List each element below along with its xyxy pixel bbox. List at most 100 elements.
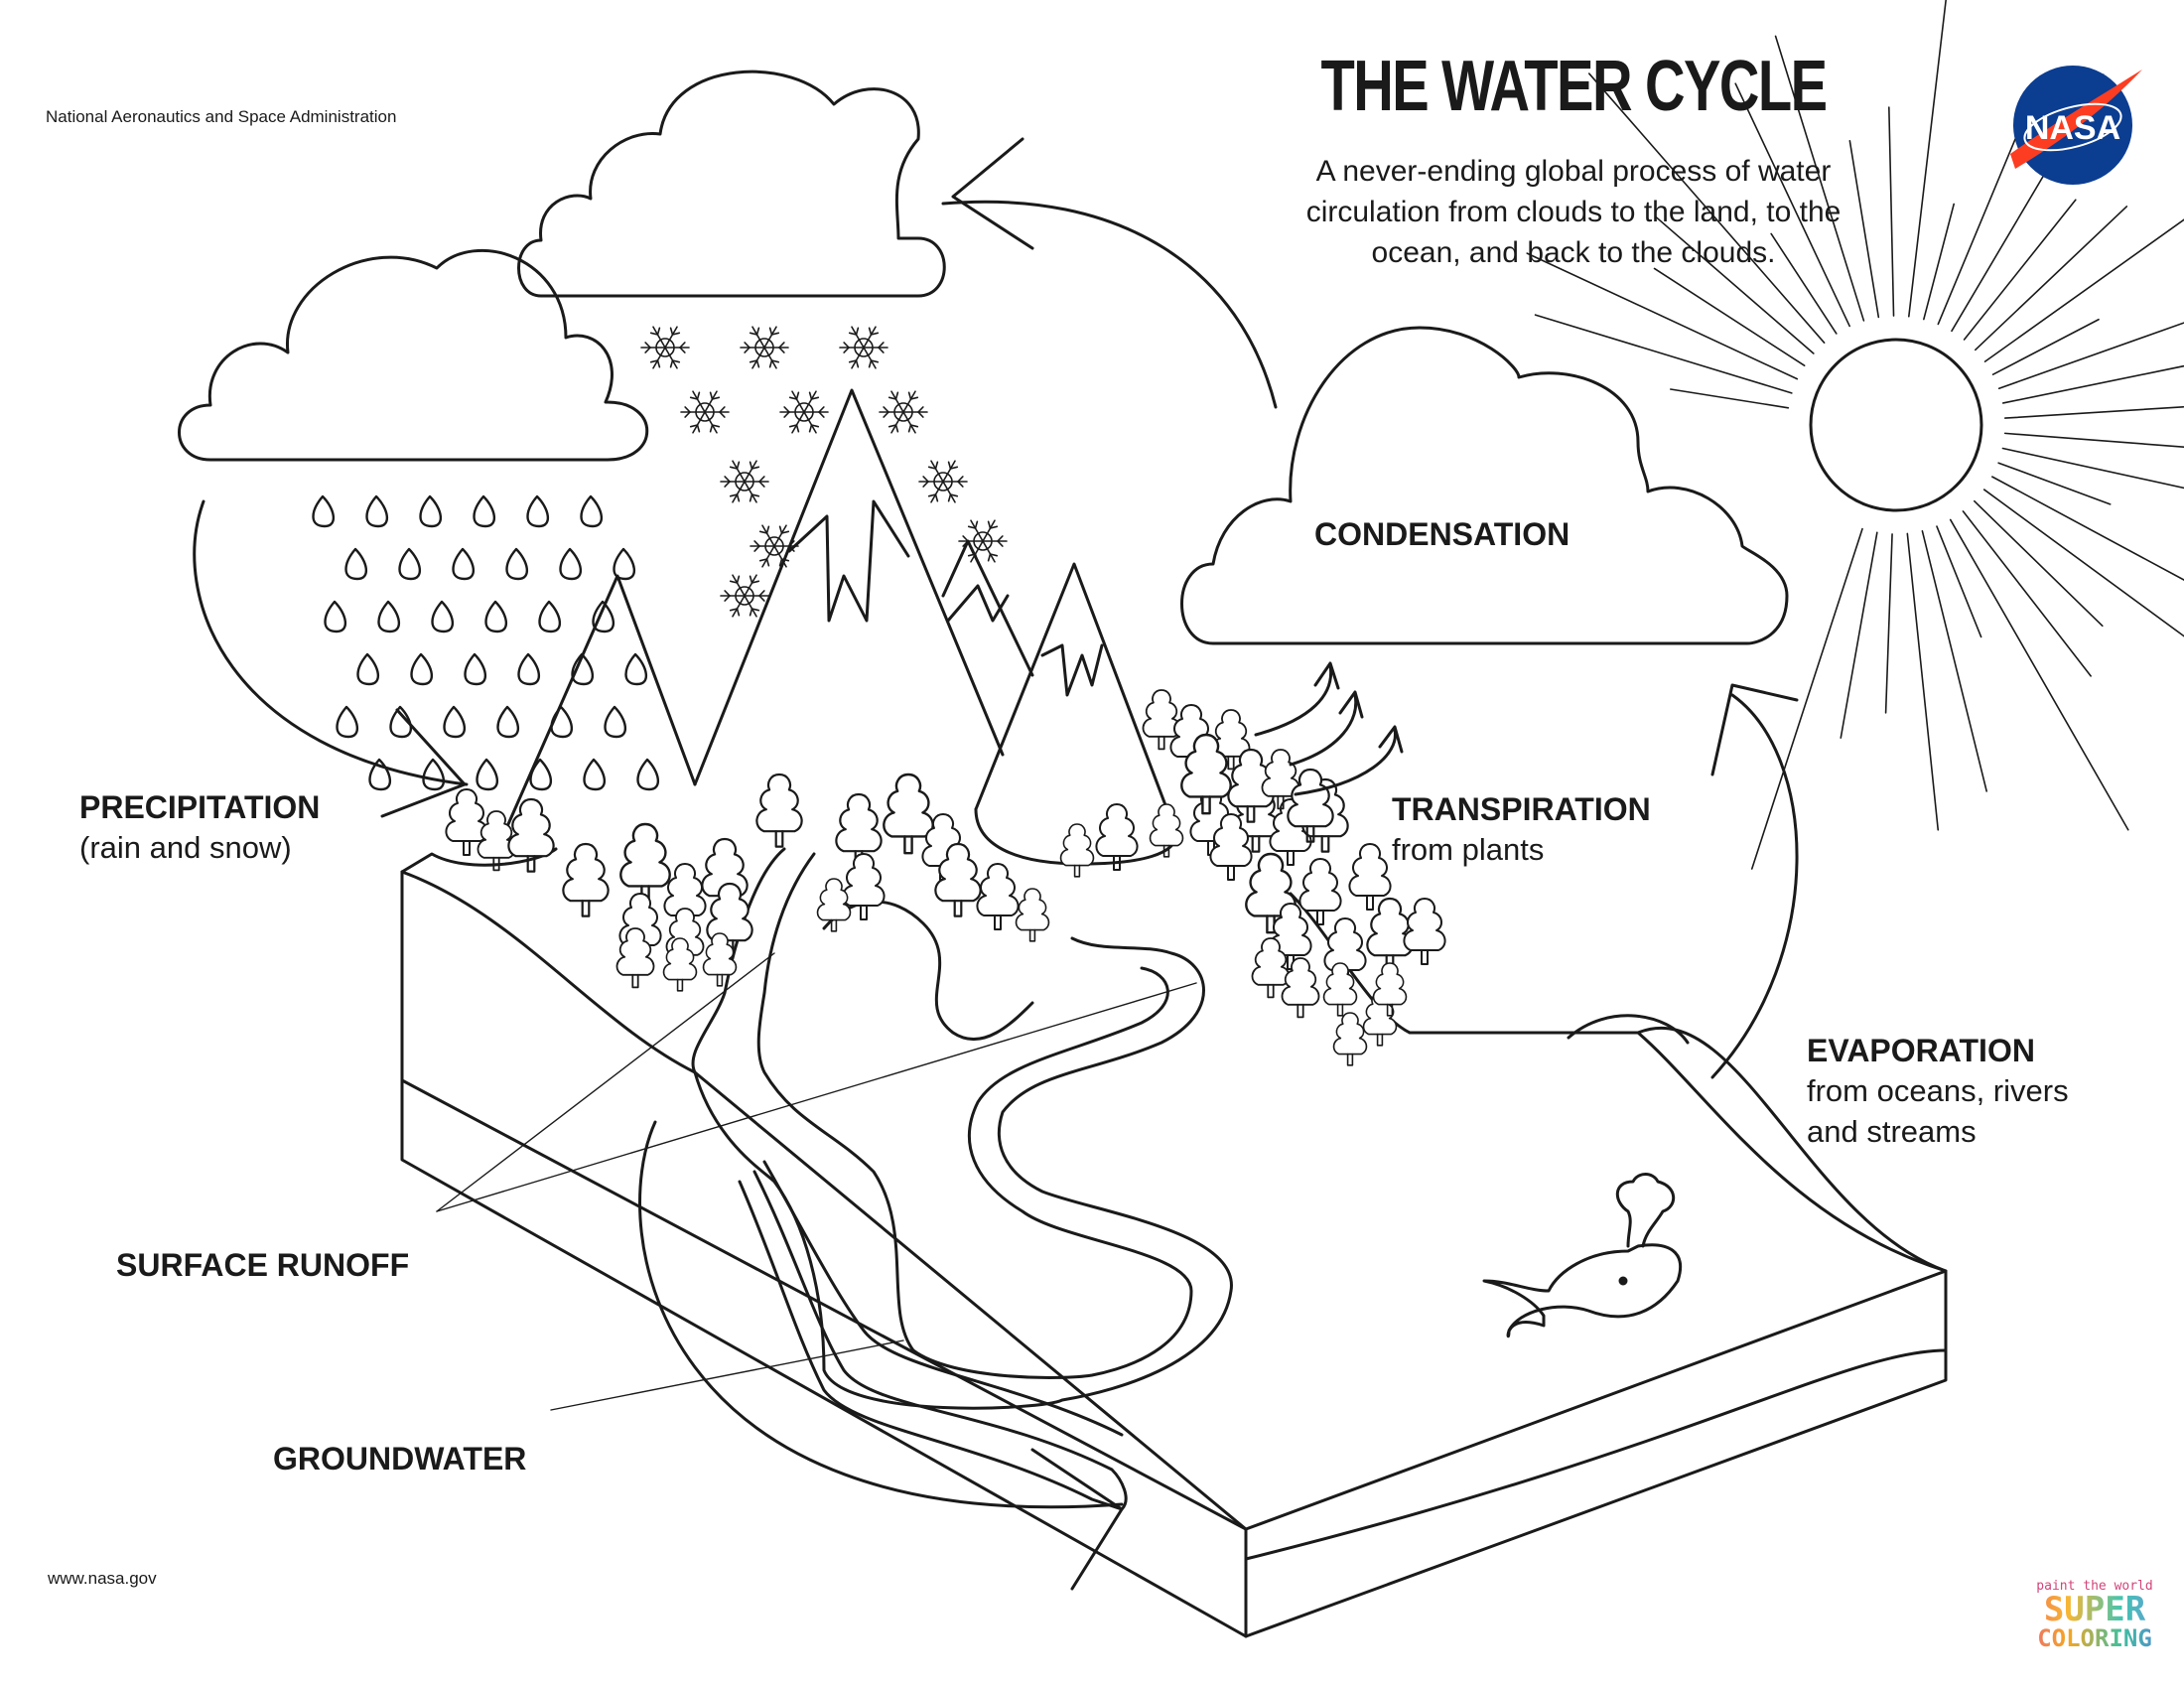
snowflake-icon	[958, 519, 1008, 563]
raindrop-icon	[356, 652, 379, 686]
watermark-line2: COLORING	[2015, 1625, 2174, 1651]
sun-icon	[1809, 338, 1983, 512]
sun-ray	[1774, 35, 1865, 322]
groundwater-channel	[752, 1170, 1128, 1511]
tree-icon	[1059, 823, 1095, 878]
sun-ray	[1888, 106, 1895, 317]
tree-icon	[1348, 843, 1392, 911]
sun-ray	[1884, 533, 1893, 714]
evaporation-label: EVAPORATION	[1807, 1033, 2035, 1068]
raindrop-icon	[526, 494, 549, 528]
raindrop-icon	[484, 600, 507, 633]
tree-icon	[562, 842, 610, 917]
snowflake-icon	[720, 460, 769, 503]
evaporation-sublabel: and streams	[1807, 1114, 1977, 1149]
raindrop-icon	[324, 600, 346, 633]
snowflake-icon	[680, 390, 730, 434]
sun-ray	[1975, 206, 2128, 352]
leader-line	[436, 952, 775, 1212]
arrow-icon	[941, 200, 1278, 409]
sun-ray	[1921, 529, 1987, 792]
cloud-icon	[1180, 326, 1789, 645]
raindrop-icon	[377, 600, 400, 633]
cloud-icon	[517, 70, 946, 298]
tree-icon	[883, 773, 934, 855]
sun-ray	[1734, 82, 1850, 328]
surface-runoff-label: SURFACE RUNOFF	[116, 1247, 410, 1283]
nasa-logo-icon: NASA	[2010, 66, 2142, 185]
sun-ray	[1587, 72, 1826, 344]
tree-icon	[1332, 1012, 1368, 1066]
tree-icon	[755, 773, 803, 848]
raindrop-icon	[583, 758, 606, 791]
precipitation-sublabel: (rain and snow)	[79, 830, 292, 865]
sun-ray	[1997, 322, 2184, 390]
raindrop-icon	[559, 547, 582, 581]
sun-ray	[1840, 531, 1878, 739]
raindrop-icon	[571, 652, 594, 686]
land-block	[400, 870, 1948, 1638]
sun-ray	[1653, 267, 1806, 367]
tree-icon	[1211, 709, 1251, 771]
raindrop-icon	[580, 494, 603, 528]
tree-icon	[445, 788, 488, 856]
sun-ray	[1750, 527, 1863, 870]
tree-icon	[1287, 768, 1334, 843]
cloud-icon	[178, 248, 649, 462]
tree-icon	[477, 810, 516, 872]
mountain-icon	[506, 574, 697, 826]
raindrop-icon	[344, 547, 367, 581]
arrow-icon	[193, 499, 469, 786]
tree-icon	[1403, 898, 1446, 965]
watermark-tagline: paint the world	[2036, 1579, 2153, 1594]
raindrop-icon	[476, 758, 498, 791]
tree-icon	[842, 853, 886, 920]
watermark: paint the world SUPER COLORING	[2015, 1579, 2174, 1651]
raindrop-icon	[398, 547, 421, 581]
raindrop-icon	[473, 494, 495, 528]
raindrop-icon	[505, 547, 528, 581]
tree-icon	[1149, 803, 1184, 858]
sun-ray	[2001, 447, 2184, 490]
raindrop-icon	[419, 494, 442, 528]
tree-icon	[1261, 749, 1300, 810]
raindrop-icon	[368, 758, 391, 791]
tree-icon	[1142, 689, 1181, 751]
raindrop-icon	[443, 705, 466, 739]
raindrop-icon	[312, 494, 335, 528]
subtitle: A never-ending global process of water c…	[1241, 151, 1906, 273]
tree-icon	[1209, 813, 1253, 881]
snowflake-icon	[879, 390, 928, 434]
sun-ray	[1655, 215, 1815, 354]
snowflake-icon	[640, 326, 690, 369]
sun-ray	[2003, 432, 2184, 448]
tree-icon	[1281, 957, 1320, 1019]
tree-icon	[1095, 803, 1139, 871]
subtitle-line: circulation from clouds to the land, to …	[1305, 196, 1842, 228]
sun-ray	[1949, 518, 2129, 831]
precipitation-label: PRECIPITATION	[79, 789, 321, 825]
sun-ray	[1770, 232, 1838, 335]
sun-ray	[1991, 318, 2100, 375]
tree-icon	[1251, 937, 1291, 999]
raindrop-icon	[624, 652, 647, 686]
raindrop-icon	[336, 705, 358, 739]
raindrop-icon	[410, 652, 433, 686]
tree-icon	[1180, 733, 1232, 815]
tree-icon	[976, 863, 1020, 930]
agency-name: National Aeronautics and Space Administr…	[46, 107, 397, 126]
groundwater-label: GROUNDWATER	[273, 1441, 527, 1477]
sun-ray	[1534, 314, 1793, 394]
raindrop-icon	[517, 652, 540, 686]
subtitle-line: ocean, and back to the clouds.	[1371, 236, 1776, 269]
tree-icon	[702, 932, 738, 987]
transpiration-label: TRANSPIRATION	[1392, 791, 1651, 827]
raindrop-icon	[636, 758, 659, 791]
sun-ray	[1908, 0, 1947, 318]
transpiration-sublabel: from plants	[1392, 832, 1545, 867]
raindrop-icon	[452, 547, 475, 581]
website-link[interactable]: www.nasa.gov	[48, 1569, 157, 1588]
raindrop-icon	[592, 600, 614, 633]
raindrop-icon	[422, 758, 445, 791]
tree-icon	[662, 937, 698, 992]
